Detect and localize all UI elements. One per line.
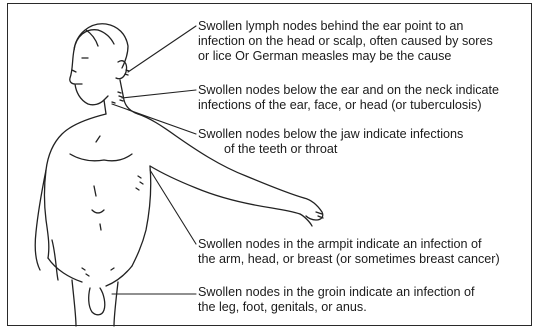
leader-line-behind-ear [128,26,196,72]
hips [48,258,132,286]
annotation-line: or lice Or German measles may be the cau… [198,49,493,64]
annotation-line: Swollen nodes in the armpit indicate an … [198,237,500,252]
leader-line-armpit [150,170,196,244]
right-torso-side [132,166,151,266]
head-outline [70,30,108,105]
annotation-line: the leg, foot, genitals, or anus. [198,300,475,315]
legs [72,280,118,326]
left-shoulder [45,114,107,258]
annotation-line: Swollen nodes below the jaw indicate inf… [198,127,463,142]
leader-line-below-ear [122,90,196,98]
annotation-line: of the teeth or throat [198,142,463,157]
leader-line-below-jaw [112,104,196,134]
annotation-line: Swollen nodes in the groin indicate an i… [198,285,475,300]
chest-contour [70,136,132,161]
annotation-line: Swollen lymph nodes behind the ear point… [198,19,493,34]
annotation-below-jaw: Swollen nodes below the jaw indicate inf… [198,127,463,157]
face-features [72,58,88,84]
annotation-line: Swollen nodes below the ear and on the n… [198,83,499,98]
armpit-marks [136,176,143,190]
annotation-line: the arm, head, or breast (or sometimes b… [198,252,500,267]
annotation-groin: Swollen nodes in the groin indicate an i… [198,285,475,315]
right-hand [300,198,323,226]
annotation-below-ear-neck: Swollen nodes below the ear and on the n… [198,83,499,113]
abdomen [92,186,104,230]
ear [116,61,127,79]
groin-marks [82,268,114,276]
annotation-line: infection on the head or scalp, often ca… [198,34,493,49]
genitals [89,288,105,315]
annotation-line: infections of the ear, face, or head (or… [198,98,499,113]
annotation-behind-ear: Swollen lymph nodes behind the ear point… [198,19,493,64]
annotation-armpit: Swollen nodes in the armpit indicate an … [198,237,500,267]
